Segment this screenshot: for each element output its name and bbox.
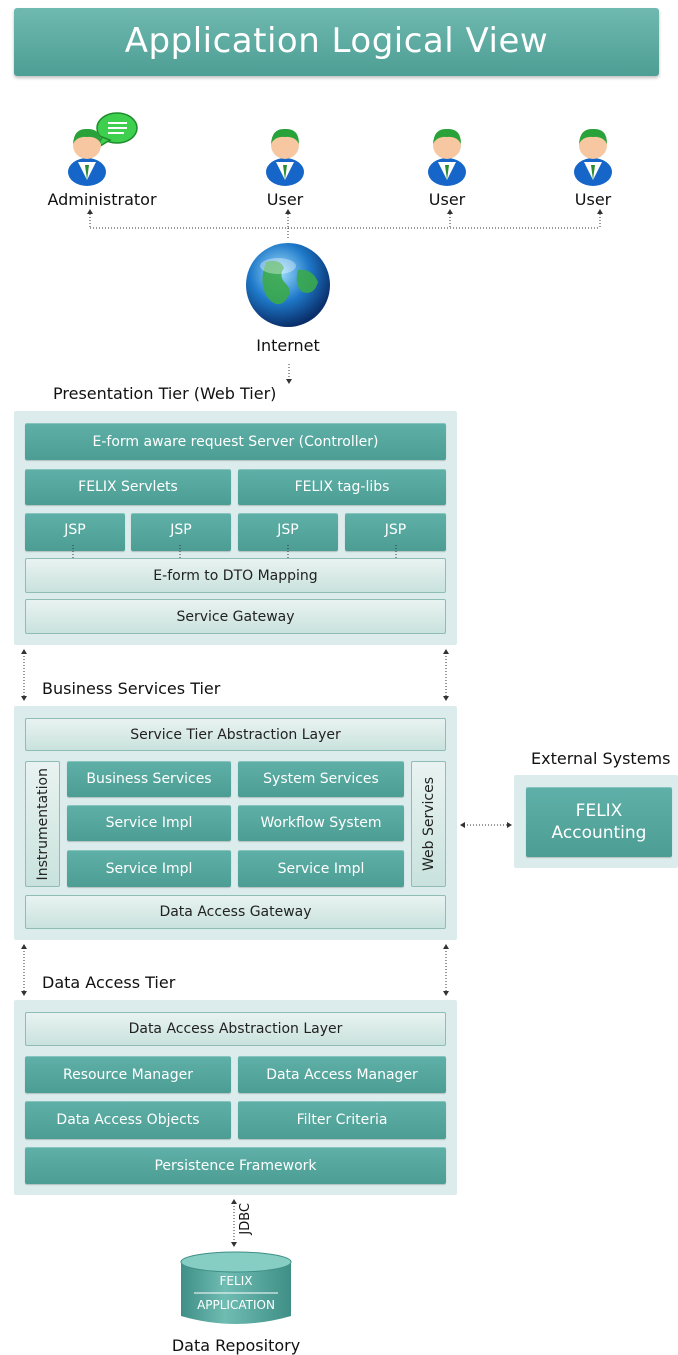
administrator-label: Administrator <box>47 190 157 209</box>
presentation-business-connectors <box>21 649 449 701</box>
jdbc-label: JDBC <box>238 1203 253 1235</box>
page-title: Application Logical View <box>14 8 659 76</box>
persistence-framework-box[interactable]: Persistence Framework <box>25 1147 446 1184</box>
controller-box[interactable]: E-form aware request Server (Controller) <box>25 423 446 460</box>
actor-connector-lines <box>87 209 603 240</box>
user-label-3: User <box>574 190 612 209</box>
service-impl-box-2[interactable]: Service Impl <box>67 850 231 887</box>
external-connector <box>460 822 512 828</box>
admin-person-icon <box>68 112 138 186</box>
felix-accounting-box[interactable]: FELIX Accounting <box>526 787 672 857</box>
business-data-connectors <box>21 944 449 996</box>
jdbc-connector <box>231 1199 237 1247</box>
user-person-icon <box>428 128 466 186</box>
service-impl-box-3[interactable]: Service Impl <box>238 850 404 887</box>
db-line1: FELIX <box>219 1274 253 1288</box>
external-systems-panel: FELIX Accounting <box>514 775 678 868</box>
instrumentation-box[interactable]: Instrumentation <box>25 761 60 887</box>
db-line2: APPLICATION <box>197 1298 275 1312</box>
jsp-box-4[interactable]: JSP <box>345 513 446 551</box>
presentation-tier-panel: E-form aware request Server (Controller)… <box>14 411 457 645</box>
data-tier-label: Data Access Tier <box>42 973 176 992</box>
resource-manager-box[interactable]: Resource Manager <box>25 1056 231 1093</box>
data-tier-panel: Data Access Abstraction Layer Resource M… <box>14 1000 457 1195</box>
data-access-abstraction-box[interactable]: Data Access Abstraction Layer <box>25 1012 446 1046</box>
user-person-icon <box>574 128 612 186</box>
filter-criteria-box[interactable]: Filter Criteria <box>238 1101 446 1139</box>
user-label-1: User <box>266 190 304 209</box>
service-tier-abstraction-box[interactable]: Service Tier Abstraction Layer <box>25 718 446 751</box>
data-repository[interactable]: FELIX APPLICATION Data Repository <box>172 1250 300 1355</box>
external-systems-label: External Systems <box>531 749 671 768</box>
internet-arrow <box>286 364 292 384</box>
workflow-system-box[interactable]: Workflow System <box>238 805 404 841</box>
felix-servlets-box[interactable]: FELIX Servlets <box>25 469 231 505</box>
system-services-box[interactable]: System Services <box>238 761 404 797</box>
service-gateway-box[interactable]: Service Gateway <box>25 599 446 634</box>
globe-icon <box>246 243 330 327</box>
user-actor-3[interactable]: User <box>533 122 653 210</box>
data-access-manager-box[interactable]: Data Access Manager <box>238 1056 446 1093</box>
instrumentation-label: Instrumentation <box>34 767 51 881</box>
eform-dto-mapping-box[interactable]: E-form to DTO Mapping <box>25 558 446 593</box>
jsp-box-3[interactable]: JSP <box>238 513 338 551</box>
business-services-box[interactable]: Business Services <box>67 761 231 797</box>
user-actor-2[interactable]: User <box>387 122 507 210</box>
jsp-box-2[interactable]: JSP <box>131 513 231 551</box>
business-tier-label: Business Services Tier <box>42 679 221 698</box>
data-access-objects-box[interactable]: Data Access Objects <box>25 1101 231 1139</box>
presentation-tier-label: Presentation Tier (Web Tier) <box>53 384 277 403</box>
web-services-box[interactable]: Web Services <box>411 761 446 887</box>
user-label-2: User <box>428 190 466 209</box>
data-repository-label: Data Repository <box>171 1336 301 1355</box>
database-cylinder-icon <box>180 1251 292 1324</box>
felix-taglibs-box[interactable]: FELIX tag-libs <box>238 469 446 505</box>
internet-label: Internet <box>256 336 320 355</box>
data-access-gateway-box[interactable]: Data Access Gateway <box>25 895 446 929</box>
web-services-label: Web Services <box>420 776 437 871</box>
administrator-actor[interactable]: Administrator <box>42 110 162 210</box>
internet-node[interactable]: Internet <box>228 240 348 360</box>
business-tier-panel: Service Tier Abstraction Layer Instrumen… <box>14 706 457 940</box>
user-actor-1[interactable]: User <box>225 122 345 210</box>
service-impl-box-1[interactable]: Service Impl <box>67 805 231 841</box>
jsp-box-1[interactable]: JSP <box>25 513 125 551</box>
user-person-icon <box>266 128 304 186</box>
